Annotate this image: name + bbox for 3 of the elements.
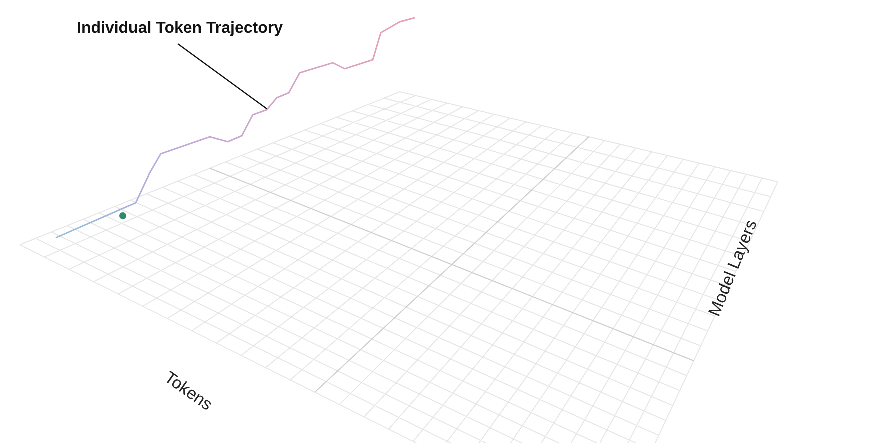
callout-text: Individual Token Trajectory (77, 20, 283, 38)
trajectory-line (56, 17, 416, 239)
leader-line (178, 44, 268, 110)
